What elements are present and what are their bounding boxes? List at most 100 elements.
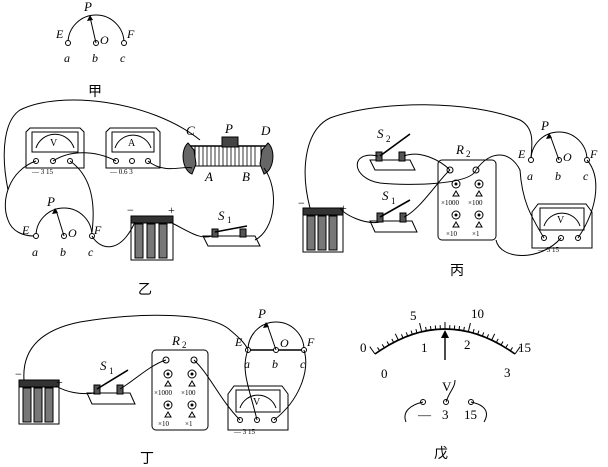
ding-label-b: b [272,357,278,371]
panel-bing: S 2 S 1 − + R 2 [298,104,598,279]
bing-knob-10: ×10 [446,230,457,238]
bing-knob-100: ×100 [468,199,483,207]
yi-label-d: D [260,123,271,138]
panel-ding: − + S 1 R 2 ×1000 ×100 [15,306,315,467]
wu-lower-1: 1 [421,340,428,355]
bing-wires [304,104,597,256]
bing-label-o: O [563,150,572,164]
ding-label-a: a [244,357,250,371]
wu-tick [486,334,490,339]
wu-tick [369,346,376,355]
bing-knob-1: ×1 [472,230,480,238]
yi-voltmeter-terms: — 3 15 [31,168,54,176]
yi-voltmeter: V — 3 15 [25,127,85,176]
jia-label-e: E [55,27,64,41]
ding-switch-s1: S 1 [86,358,136,405]
bing-label-b: b [555,169,561,183]
bing-battery-neg: − [298,196,305,210]
jia-label-b: b [92,51,98,65]
yi-label-p-rheostat: P [224,121,233,136]
wu-tick [415,329,418,334]
jia-label-o: O [100,33,109,47]
jia-caption: 甲 [88,85,102,100]
bing-battery: − + [298,196,347,253]
wu-upper-5: 5 [410,308,417,323]
wu-wire-neg [404,401,424,423]
ding-s1-sub: 1 [109,366,114,376]
ding-label-e: E [234,335,243,349]
yi-label-b: b [60,245,66,259]
yi-label-p: P [46,194,55,209]
bing-knob-1000: ×1000 [441,199,459,207]
wu-meter-letter: V [442,379,452,394]
wu-tick [472,329,475,334]
yi-voltmeter-letter: V [50,138,58,149]
bing-voltmeter-letter: V [557,215,565,226]
wu-upper-0: 0 [360,340,367,355]
wu-lower-3: 3 [504,365,511,380]
ding-label-o: O [280,336,289,350]
yi-switch-s1: S 1 [202,208,261,247]
wu-tick [394,333,399,341]
jia-terminal-e [65,40,71,46]
wu-tick [467,322,471,332]
wu-terminal-3-label: 3 [442,407,449,422]
bing-voltmeter: V — 3 15 [531,203,593,254]
bing-switch-s2: S 2 [369,126,416,171]
wu-tick [425,326,427,331]
wu-tick [377,347,381,352]
bing-r2-label: R [455,142,464,157]
yi-label-b-rheo: B [242,169,250,184]
ding-r2-sub: 2 [182,340,187,350]
yi-rheostat: C P D A B [182,121,274,184]
wu-tick [491,333,496,341]
jia-label-c: c [120,51,126,65]
wu-tick [509,347,513,352]
ding-label-c: c [300,357,306,371]
wu-tick [477,330,480,335]
bing-s2-label: S [377,126,384,141]
jia-label-f: F [126,27,135,41]
ding-voltmeter: V — 3 15 [227,385,289,436]
ding-resistance-box: R 2 ×1000 ×100 ×10 ×1 [151,333,209,431]
jia-slider-arrow [87,15,93,21]
ding-battery: − + [15,367,63,425]
ding-r2-label: R [171,333,180,348]
bing-voltmeter-terms: — 3 15 [537,246,560,254]
wu-tick [391,338,395,343]
wu-wire-15 [470,401,487,423]
jia-terminal-f [121,40,127,46]
yi-ammeter: A — 0.6 3 [105,127,161,176]
bing-semicircle: P E O F a b c [517,118,598,183]
wu-wire-3 [445,379,456,403]
wu-tick-marks [369,322,521,355]
ding-s1-label: S [100,358,107,373]
ding-battery-neg: − [15,367,22,381]
wu-tick [419,322,423,332]
wu-lower-2: 2 [464,337,471,352]
wu-lower-0: 0 [381,366,388,381]
panel-wu: 0 5 10 15 0 1 2 3 V — 3 15 戊 [360,306,531,462]
yi-label-e: E [21,223,30,237]
bing-s2-sub: 2 [386,134,391,144]
wu-tick [505,344,509,349]
yi-label-a: a [32,245,38,259]
yi-caption: 乙 [138,282,152,298]
bing-caption: 丙 [450,264,464,279]
wu-caption: 戊 [434,446,448,462]
wu-tick [410,330,413,335]
ding-label-p: P [257,306,266,321]
wu-tick [386,341,390,346]
wu-pointer-head [441,330,449,338]
ding-knob-100: ×100 [181,389,196,397]
ding-knob-1000: ×1000 [154,389,172,397]
ding-knob-1: ×1 [185,420,193,428]
ding-voltmeter-terms: — 3 15 [233,428,256,436]
wu-tick [514,346,521,355]
wu-tick [458,325,461,331]
bing-label-e: E [517,147,526,161]
bing-label-p: P [540,118,549,133]
bing-s1-sub: 1 [391,196,396,206]
jia-slider-arm [89,16,97,44]
